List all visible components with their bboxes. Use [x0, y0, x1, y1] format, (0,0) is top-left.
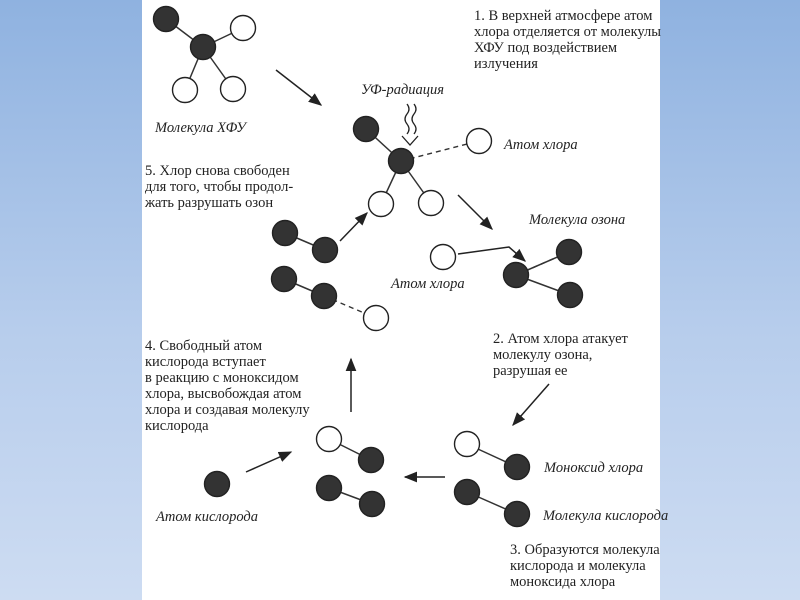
uv-radiation-label: УФ-радиация [361, 82, 445, 98]
step-1-text: 1. В верхней атмосфере атом хлора отделя… [474, 8, 662, 72]
white-atom [219, 75, 247, 103]
chlorine-atom-label: Атом хлора [504, 137, 578, 153]
cfc-molecule-label: Молекула ХФУ [155, 120, 246, 136]
oxygen-atom-label: Атом кислорода [156, 509, 259, 525]
arrow [275, 69, 323, 106]
dashed-bond [400, 140, 480, 162]
dark-atom [358, 490, 386, 518]
dark-atom [555, 238, 583, 266]
dark-atom [270, 265, 298, 293]
chlorine-monoxide-label: Моноксид хлора [544, 460, 644, 476]
dark-atom [503, 453, 531, 481]
dark-atom [556, 281, 584, 309]
white-atom [429, 243, 457, 271]
arrow [457, 194, 493, 230]
oxygen-molecule-label: Молекула кислорода [543, 508, 669, 524]
white-atom [367, 190, 395, 218]
white-atom [171, 76, 199, 104]
step-5-text: 5. Хлор снова свободен для того, чтобы п… [145, 163, 294, 211]
white-atom [362, 304, 390, 332]
arrows [245, 69, 550, 483]
atoms [152, 5, 584, 528]
step-3-text: 3. Образуются молекула кислорода и молек… [510, 542, 660, 590]
step-4-text: 4. Свободный атом кислорода вступает в р… [145, 338, 310, 434]
white-atom [465, 127, 493, 155]
dark-atom [311, 236, 339, 264]
arrow [339, 212, 368, 242]
uv-radiation-icon [401, 103, 419, 146]
dark-atom [271, 219, 299, 247]
white-atom [315, 425, 343, 453]
dark-atom [357, 446, 385, 474]
white-atom [229, 14, 257, 42]
arrow [245, 451, 293, 473]
dark-atom [315, 474, 343, 502]
dark-atom [453, 478, 481, 506]
ozone-molecule-label: Молекула озона [529, 212, 626, 228]
step-2-text: 2. Атом хлора атакует молекулу озона, ра… [493, 331, 628, 379]
dark-atom [189, 33, 217, 61]
dark-atom [387, 147, 415, 175]
dark-atom [503, 500, 531, 528]
chlorine-atom-label-mid: Атом хлора [391, 276, 465, 292]
arrow [512, 383, 550, 427]
white-atom [453, 430, 481, 458]
arrow [457, 246, 527, 262]
dark-atom [502, 261, 530, 289]
white-atom [417, 189, 445, 217]
dark-atom [203, 470, 231, 498]
dark-atom [352, 115, 380, 143]
dark-atom [310, 282, 338, 310]
dark-atom [152, 5, 180, 33]
